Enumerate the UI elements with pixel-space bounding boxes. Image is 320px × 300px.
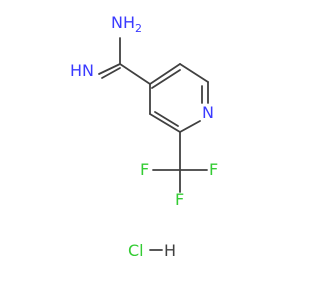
bond-c-imine-1 [98,63,121,75]
atom-amine-label: NH2 [111,13,142,35]
salt-h-label: H [164,241,176,260]
structure-diagram: NH2 HN N F F F Cl H [70,13,218,260]
bond-ring-c6-c5 [149,113,181,133]
atom-f-top-label: F [140,160,149,179]
bond-c-ring [119,63,151,85]
atom-imine-label: HN [70,61,94,80]
salt-cl-label: Cl [128,241,144,260]
bond-ring-c4-c3 [149,63,181,85]
bond-ring-n-c6 [179,120,201,133]
bond-ring-c3-c3-inner [151,69,181,89]
molecule-canvas: NH2 HN N F F F Cl H [70,13,219,260]
bond-ring-c6-c5-inner [154,111,179,127]
atom-ring-n-label: N [202,103,214,122]
atom-f-bottom-label: F [175,190,184,209]
bond-c-imine-2 [101,67,121,79]
bond-ring-c3-c2 [179,63,209,83]
atom-f-left-label: F [209,160,218,179]
